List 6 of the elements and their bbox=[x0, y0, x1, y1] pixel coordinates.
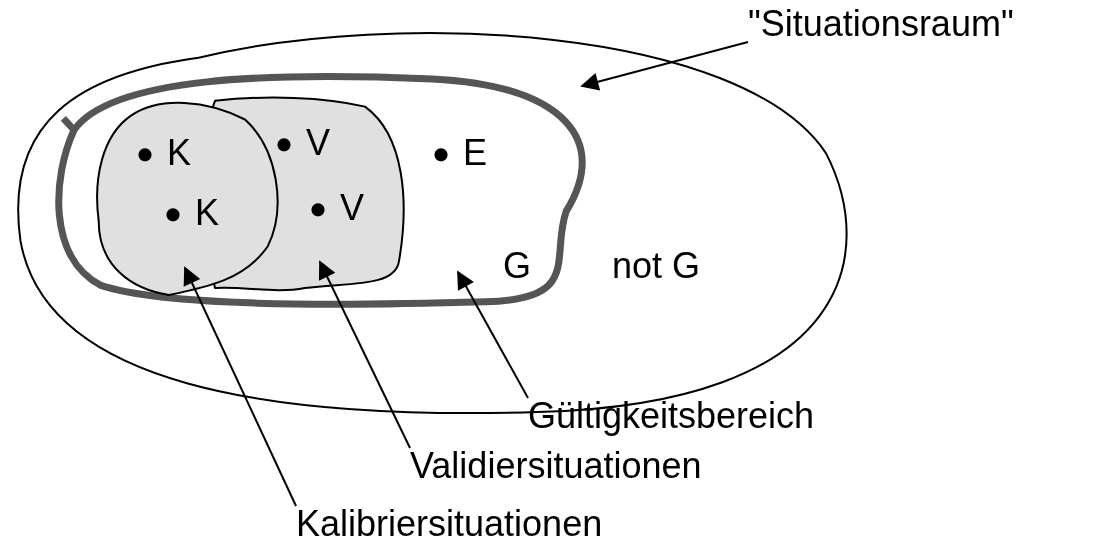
region-label: G bbox=[503, 248, 531, 284]
callout-label: Gültigkeitsbereich bbox=[528, 398, 815, 434]
region-label: not G bbox=[612, 248, 701, 284]
callout-label: Kalibriersituationen bbox=[296, 506, 603, 542]
callout-label: "Situationsraum" bbox=[748, 6, 1014, 42]
callout-label: Validiersituationen bbox=[410, 448, 702, 484]
